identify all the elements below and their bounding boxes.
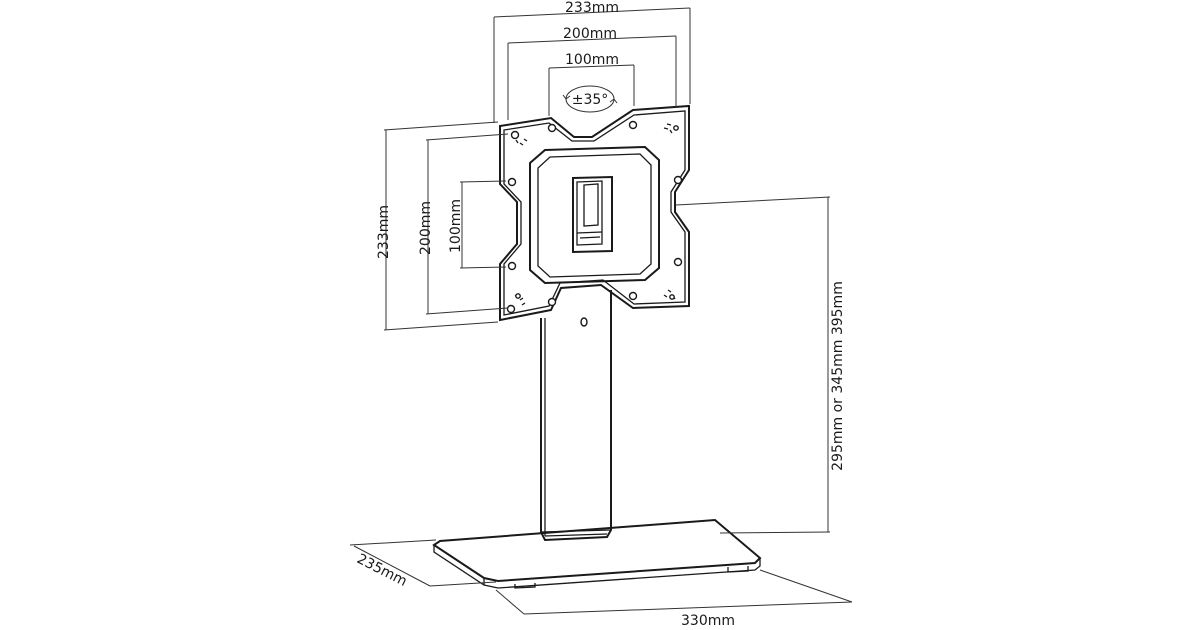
- vesa-mount-plate: [499, 104, 690, 322]
- dimension-lines: [349, 7, 853, 615]
- label-top-width: 233mm: [565, 0, 619, 16]
- label-left-vesa-200: 200mm: [418, 201, 434, 255]
- stand-column: [540, 290, 612, 542]
- label-left-vesa-100: 100mm: [448, 199, 464, 253]
- label-top-vesa-200: 200mm: [563, 26, 617, 42]
- label-base-depth: 235mm: [354, 551, 409, 590]
- rotation-indicator: [562, 85, 618, 113]
- label-heights: 295mm or 345mm 395mm: [830, 281, 846, 471]
- label-top-vesa-100: 100mm: [565, 52, 619, 68]
- label-base-width: 330mm: [681, 613, 735, 629]
- label-rotation: ±35°: [572, 92, 609, 108]
- base-plate: [432, 518, 762, 589]
- label-left-height: 233mm: [376, 205, 392, 259]
